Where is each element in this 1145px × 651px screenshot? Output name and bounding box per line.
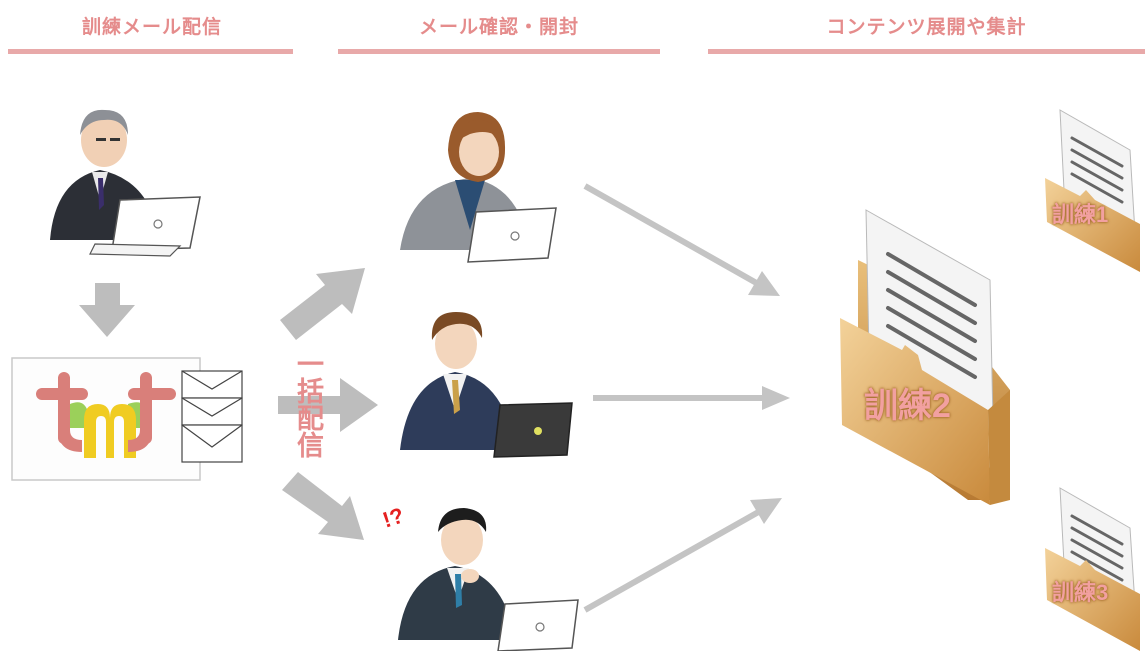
sender-laptop-icon — [89, 196, 201, 257]
recipient-laptop-icon — [467, 207, 557, 263]
header-rule-1 — [8, 49, 293, 54]
envelope-icon — [181, 370, 243, 399]
recipient-laptop-dark-icon — [493, 402, 573, 458]
collection-arrow-middle — [593, 386, 790, 410]
folder-label-training-3: 訓練3 — [1052, 580, 1109, 605]
header-mail-check-open: メール確認・開封 — [418, 16, 579, 38]
header-rule-3 — [708, 49, 1145, 54]
header-content-expansion-aggregation: コンテンツ展開や集計 — [826, 16, 1027, 38]
folder-icon — [1045, 487, 1140, 651]
folder-icon — [840, 209, 1010, 505]
header-training-mail-delivery: 訓練メール配信 — [81, 16, 222, 38]
service-logo — [11, 357, 201, 481]
envelope-icon — [181, 397, 243, 426]
bulk-delivery-label: 一括配信 — [292, 350, 323, 458]
collection-arrow-top — [583, 183, 780, 296]
down-arrow — [79, 283, 135, 337]
folder-icon — [1045, 109, 1140, 272]
recipient-laptop-icon — [497, 599, 579, 651]
envelope-icon — [181, 424, 243, 463]
folder-label-training-2: 訓練2 — [864, 387, 951, 425]
distribution-arrow-middle — [278, 378, 378, 432]
folder-label-training-1: 訓練1 — [1052, 202, 1109, 227]
distribution-arrow-down — [282, 472, 364, 540]
header-rule-2 — [338, 49, 660, 54]
recipient-man-icon — [400, 312, 515, 450]
distribution-arrow-up — [280, 268, 365, 340]
collection-arrow-bottom — [583, 498, 782, 613]
recipient-confused-man-icon — [398, 508, 515, 640]
